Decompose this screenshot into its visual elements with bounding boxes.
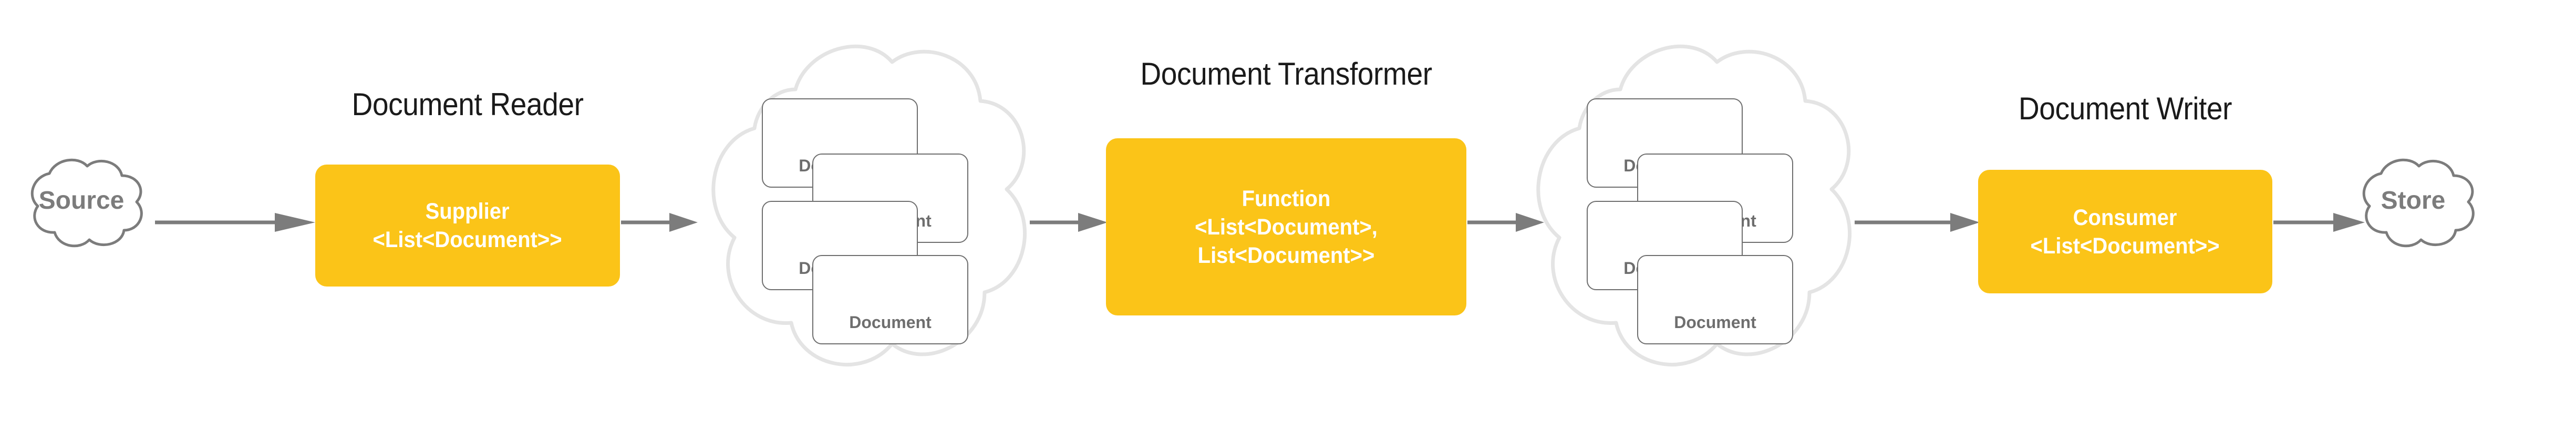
arrow-consumer-to-store [2273, 212, 2366, 233]
process-box-supplier[interactable]: Supplier <List<Document>> [315, 165, 620, 287]
stage-title-document-reader: Document Reader [351, 87, 584, 122]
arrow-documents-in-to-function [1030, 212, 1109, 233]
stage-title-document-transformer: Document Transformer [1140, 56, 1432, 91]
arrow-documents-out-to-consumer [1855, 212, 1981, 233]
cloud-source[interactable]: Source [11, 154, 152, 251]
process-box-consumer-label: Consumer <List<Document>> [2030, 205, 2220, 259]
documents-cloud-out: Document Document Document Document [1517, 22, 1859, 411]
process-box-supplier-label: Supplier <List<Document>> [373, 199, 563, 252]
process-box-function[interactable]: Function <List<Document>, List<Document>… [1106, 138, 1466, 315]
documents-cloud-in: Document Document Document Document [692, 22, 1034, 411]
document-card-label: Document [1674, 313, 1756, 332]
stage-title-document-writer: Document Writer [2018, 91, 2232, 126]
document-card[interactable]: Document [812, 255, 968, 344]
process-box-function-label: Function <List<Document>, List<Document>… [1195, 186, 1378, 268]
arrow-source-to-supplier [155, 212, 317, 233]
document-card[interactable]: Document [1637, 255, 1793, 344]
process-box-consumer[interactable]: Consumer <List<Document>> [1978, 170, 2272, 293]
cloud-store[interactable]: Store [2342, 154, 2484, 251]
document-card-label: Document [849, 313, 932, 332]
arrow-supplier-to-documents-in [621, 212, 699, 233]
arrow-function-to-documents-out [1467, 212, 1545, 233]
